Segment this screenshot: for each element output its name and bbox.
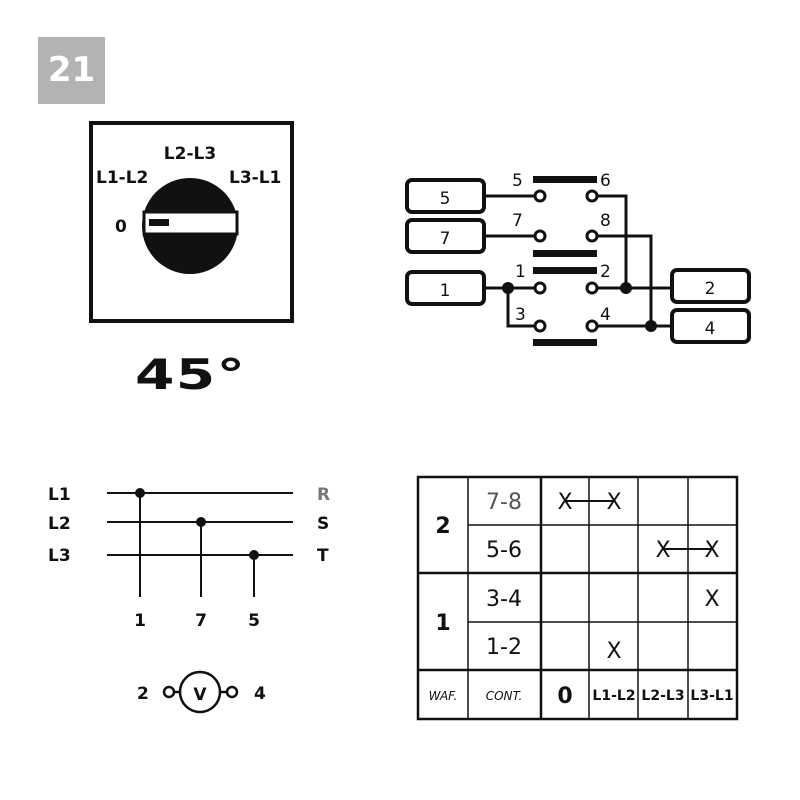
junction-dot (502, 282, 514, 294)
header-wafer: WAF. (429, 689, 458, 703)
phase-label-r: R (317, 485, 330, 505)
diagram-number-badge: 21 (38, 37, 105, 104)
dial-pointer-bar (142, 210, 239, 236)
contact-mark: X (606, 639, 621, 664)
header-contact: CONT. (486, 689, 523, 703)
terminal-box-2 (670, 268, 751, 304)
contact-pair-1-2: 1-2 (486, 635, 522, 660)
line-connections (107, 488, 293, 597)
drop-label-7: 7 (195, 611, 207, 631)
contact-mark: X (704, 587, 719, 612)
terminal-label-5: 5 (440, 189, 451, 209)
contact-bar (533, 176, 597, 183)
junction-dot (645, 320, 657, 332)
wafer-label-1: 1 (435, 611, 450, 636)
contact-number-8: 8 (600, 211, 611, 231)
dial-label-l2-l3: L2-L3 (164, 144, 216, 164)
terminal-label-4: 4 (705, 319, 716, 339)
dial-pointer-mark (149, 219, 169, 226)
terminal-label-7: 7 (440, 229, 451, 249)
contact-bar (533, 267, 597, 274)
contact-pair-5-6: 5-6 (486, 538, 522, 563)
contact-bar (533, 339, 597, 346)
header-position-l2-l3: L2-L3 (641, 688, 684, 704)
contact-terminals (533, 189, 599, 333)
contact-mark: X (557, 490, 572, 515)
dial-label-l3-l1: L3-L1 (229, 168, 281, 188)
contact-mark: X (704, 538, 719, 563)
line-label-l3: L3 (48, 546, 71, 566)
contact-mark: X (655, 538, 670, 563)
voltmeter-terminal-4: 4 (254, 684, 266, 704)
dial-label-0: 0 (115, 217, 127, 237)
contact-number-5: 5 (512, 171, 523, 191)
header-position-0: 0 (557, 684, 572, 709)
contact-number-7: 7 (512, 211, 523, 231)
contact-number-6: 6 (600, 171, 611, 191)
contact-mark: X (606, 490, 621, 515)
contact-number-3: 3 (515, 305, 526, 325)
phase-label-t: T (317, 546, 329, 566)
switch-dial: L2-L3 L1-L2 L3-L1 0 (89, 121, 294, 323)
terminal-label-1: 1 (440, 281, 451, 301)
junction-dot (620, 282, 632, 294)
header-position-l1-l2: L1-L2 (592, 688, 635, 704)
wafer-label-2: 2 (435, 514, 450, 539)
wiring-diagram (405, 176, 751, 346)
wires (484, 194, 672, 328)
line-label-l2: L2 (48, 514, 71, 534)
phase-label-s: S (317, 514, 329, 534)
drop-label-1: 1 (134, 611, 146, 631)
dial-label-l1-l2: L1-L2 (96, 168, 148, 188)
voltmeter-terminal-2: 2 (137, 684, 149, 704)
switch-face-frame (89, 121, 294, 323)
header-position-l3-l1: L3-L1 (690, 688, 733, 704)
drop-label-5: 5 (248, 611, 260, 631)
contact-number-4: 4 (600, 305, 611, 325)
voltmeter-symbol (162, 670, 239, 714)
contact-pair-3-4: 3-4 (486, 587, 522, 612)
contact-number-2: 2 (600, 262, 611, 282)
voltmeter-v-label: V (193, 685, 207, 705)
line-label-l1: L1 (48, 485, 71, 505)
contact-pair-7-8: 7-8 (486, 490, 522, 515)
rotation-angle-label: 45° (135, 350, 247, 399)
contact-number-1: 1 (515, 262, 526, 282)
terminal-label-2: 2 (705, 279, 716, 299)
contact-table (416, 475, 739, 721)
contact-bar (533, 250, 597, 257)
